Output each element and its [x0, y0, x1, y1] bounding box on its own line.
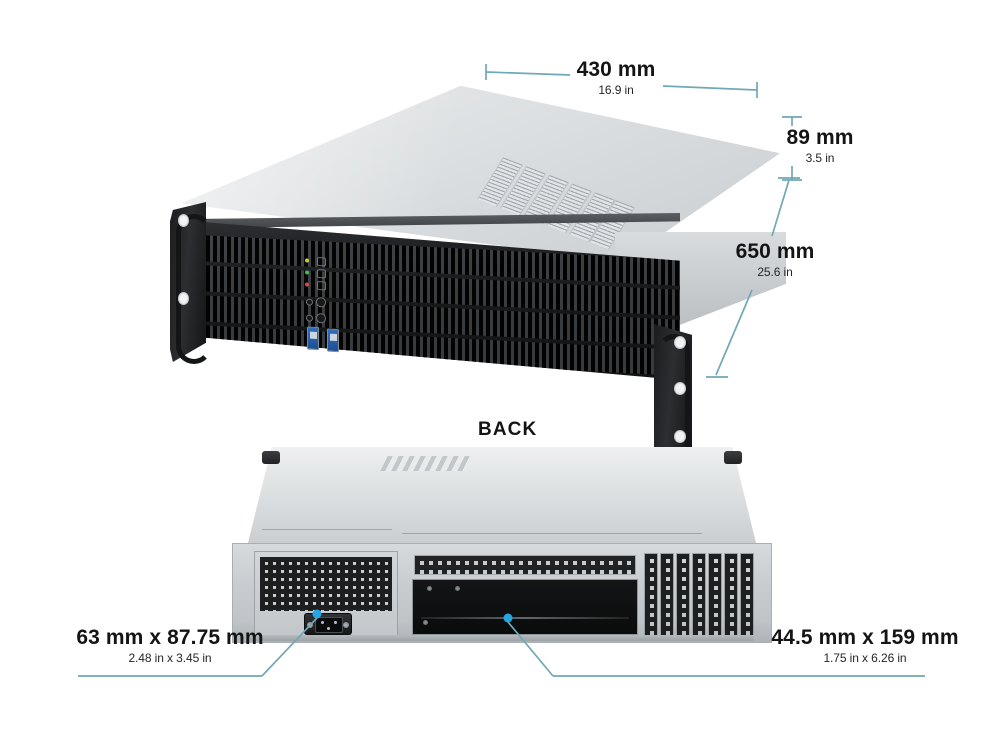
dimension-depth-imperial: 25.6 in	[757, 264, 793, 279]
pci-slot-cover	[708, 553, 722, 637]
inlet-screw-right	[343, 622, 349, 628]
rack-ear-right-hole-2	[674, 382, 686, 395]
io-shield-vent	[414, 555, 636, 575]
cover-seam-2	[402, 533, 702, 534]
pci-slot-cover	[660, 553, 674, 637]
dimension-width: 430 mm 16.9 in	[536, 58, 696, 97]
dimension-depth-metric: 650 mm	[735, 240, 815, 263]
hdd-led	[305, 282, 309, 287]
pci-slot-covers	[644, 553, 754, 637]
expansion-slot-opening	[412, 579, 638, 635]
hdd-icon	[317, 281, 326, 291]
rack-ear-right-hole-3	[674, 430, 686, 443]
usb-3-port-1[interactable]	[307, 326, 319, 351]
pci-slot-cover	[692, 553, 706, 637]
back-bottom-edge	[250, 635, 754, 641]
front-panel-control-cluster	[305, 256, 367, 353]
rack-handle-right[interactable]	[658, 334, 690, 460]
callout-psu-imperial: 2.48 in x 3.45 in	[128, 650, 212, 665]
inlet-screw-left	[307, 622, 313, 628]
callout-slot-imperial: 1.75 in x 6.26 in	[823, 650, 907, 665]
back-top-cover-vent	[380, 456, 474, 471]
pci-slot-cover	[644, 553, 658, 637]
cover-seam-1	[262, 529, 392, 530]
rack-ear-left-hole-2	[178, 292, 189, 305]
dimension-height-imperial: 3.5 in	[805, 150, 835, 165]
usb-3-port-2[interactable]	[327, 328, 339, 353]
back-corner-tab-left	[262, 451, 280, 464]
callout-slot-metric: 44.5 mm x 159 mm	[771, 626, 959, 649]
back-corner-tab-right	[724, 451, 742, 464]
id-button[interactable]	[306, 314, 313, 322]
dimension-depth: 650 mm 25.6 in	[715, 240, 835, 279]
power-icon	[317, 257, 326, 267]
pci-slot-cover	[676, 553, 690, 637]
back-top-cover	[246, 447, 758, 551]
io-screw-3	[423, 620, 428, 625]
dimension-height: 89 mm 3.5 in	[760, 126, 880, 165]
io-screw-2	[455, 586, 460, 591]
dimension-width-imperial: 16.9 in	[598, 82, 634, 97]
chassis-front-isometric-view	[160, 82, 786, 460]
psu-vent-grille	[260, 557, 392, 611]
dimension-height-metric: 89 mm	[786, 126, 854, 149]
callout-psu-metric: 63 mm x 87.75 mm	[76, 626, 264, 649]
rack-ear-left-hole-1	[178, 214, 189, 227]
power-inlet-connector[interactable]	[304, 613, 352, 635]
rack-ear-right-hole-1	[674, 336, 686, 349]
reset-button[interactable]	[306, 298, 313, 306]
power-button[interactable]	[316, 296, 326, 308]
callout-expansion-slot: 44.5 mm x 159 mm 1.75 in x 6.26 in	[765, 626, 965, 665]
back-view-label: BACK	[478, 419, 538, 440]
callout-psu-opening: 63 mm x 87.75 mm 2.48 in x 3.45 in	[70, 626, 270, 665]
network-led	[305, 270, 309, 275]
reset-button-ring[interactable]	[316, 312, 326, 324]
network-icon	[317, 269, 326, 279]
power-inlet-socket	[315, 617, 343, 633]
pci-slot-cover	[740, 553, 754, 637]
dimension-width-metric: 430 mm	[576, 58, 656, 81]
rack-handle-left[interactable]	[176, 214, 212, 364]
chassis-back-view	[232, 447, 772, 643]
power-led	[305, 258, 309, 263]
io-screw-1	[427, 586, 432, 591]
pci-slot-cover	[724, 553, 738, 637]
